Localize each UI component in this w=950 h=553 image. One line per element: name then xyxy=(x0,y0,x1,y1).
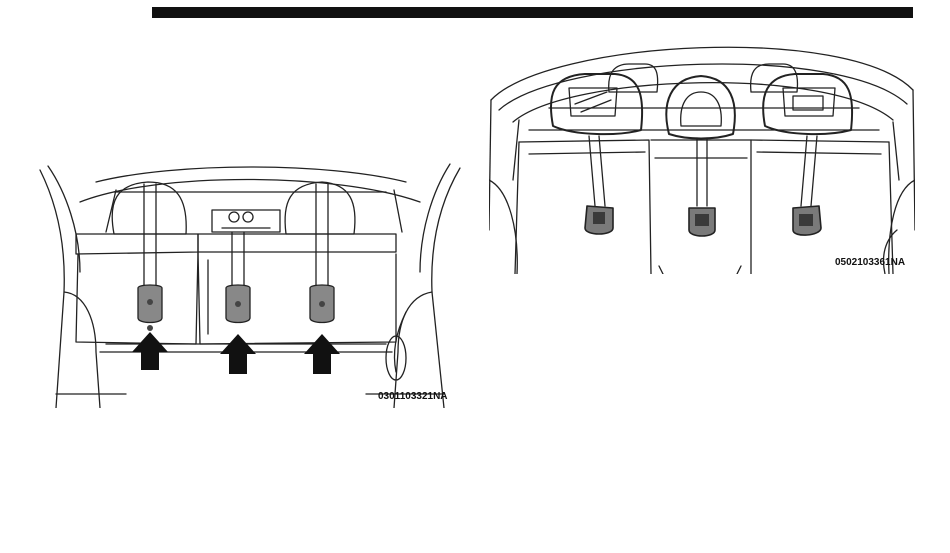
arrow-up-icon xyxy=(132,332,168,370)
headrest-icon xyxy=(666,76,735,139)
arrow-up-icon xyxy=(304,334,340,374)
seat-belt-icon xyxy=(226,232,250,323)
rear-seats-illustration xyxy=(489,30,915,274)
figure-code-label: 0301103321NA xyxy=(378,391,448,402)
seat-belt-icon xyxy=(585,136,613,234)
header-rule xyxy=(152,7,913,18)
arrow-up-icon xyxy=(220,334,256,374)
seat-belt-icon xyxy=(138,184,162,331)
headrest-icon xyxy=(551,74,642,134)
seat-belt-icon xyxy=(689,138,715,236)
figure-cargo-view xyxy=(36,162,464,408)
figure-rear-seats xyxy=(489,30,915,274)
figure-code-label: 0502103361NA xyxy=(835,257,905,268)
cargo-view-illustration xyxy=(36,162,464,408)
headrest-icon xyxy=(763,74,852,134)
seat-belt-icon xyxy=(793,136,821,235)
seat-belt-icon xyxy=(310,184,334,323)
